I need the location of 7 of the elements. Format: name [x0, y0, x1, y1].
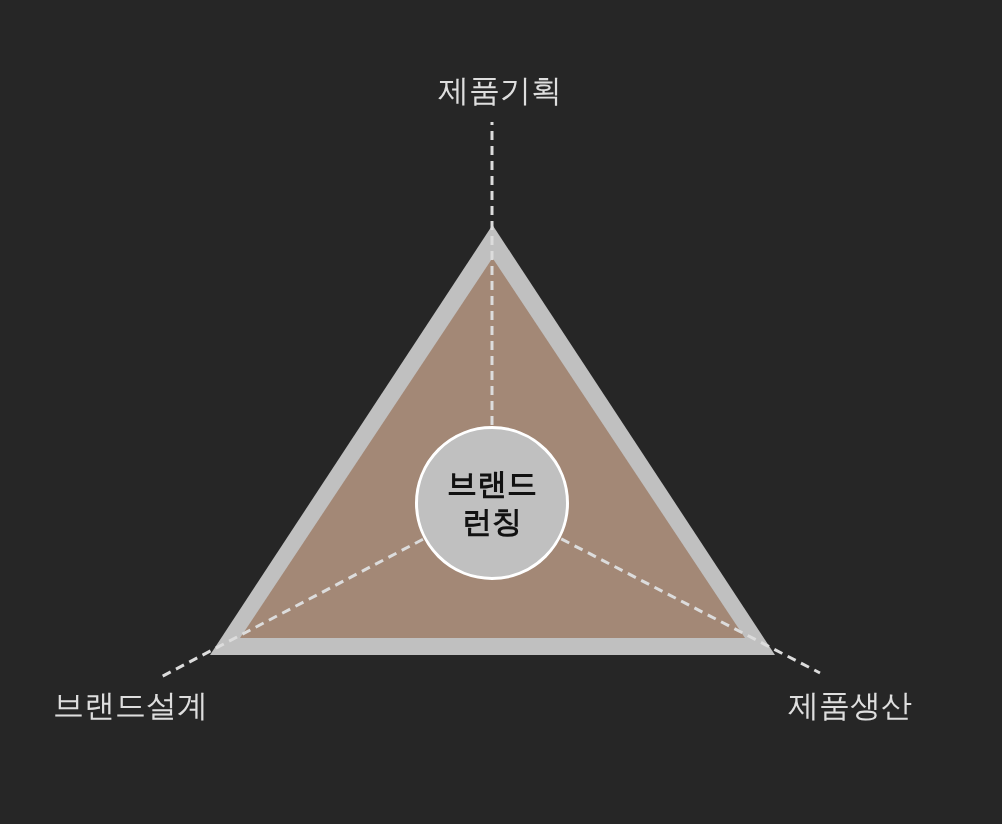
dashed-line — [560, 537, 821, 675]
dashed-line — [490, 122, 494, 425]
vertex-label: 제품생산 — [788, 686, 912, 724]
vertex-label: 브랜드설계 — [52, 686, 208, 724]
node-label: 브랜드 런칭 — [446, 465, 538, 541]
vertex-label: 제품기획 — [438, 71, 562, 109]
triangle — [210, 225, 775, 655]
